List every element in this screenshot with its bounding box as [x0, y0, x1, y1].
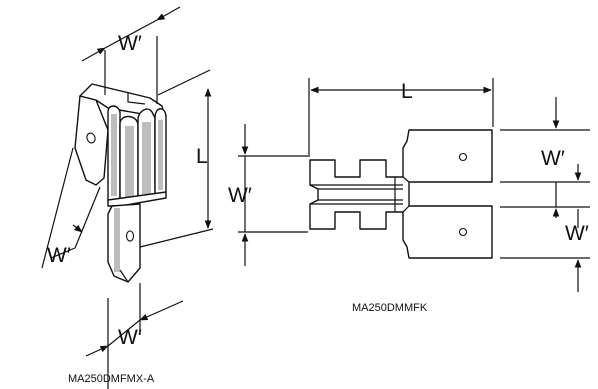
right-upper-blade-hole [458, 152, 468, 162]
right-left-width-label: W′ [228, 184, 252, 207]
left-length-label: L [196, 145, 208, 168]
left-top-width-label: W′ [118, 32, 142, 55]
right-part-caption: MA250DMMFK [352, 302, 428, 314]
right-length-label: L [401, 80, 413, 103]
left-terminal: W′ L W′ W′ MA250DMFMX-A [41, 6, 214, 389]
right-terminal: L W′ W′ W′ MA250DMMFK [228, 78, 590, 314]
right-terminal-outline [309, 129, 493, 259]
left-bottom-width-label: W′ [118, 326, 142, 349]
left-part-caption: MA250DMFMX-A [68, 373, 155, 385]
right-upper-width-label: W′ [541, 147, 565, 170]
left-upper-blade-hole [86, 132, 96, 144]
left-diagonal-width-label: W′ [47, 244, 71, 267]
right-lower-blade-hole [458, 227, 468, 237]
right-lower-width-label: W′ [565, 222, 589, 245]
left-lower-tab-hole [125, 230, 135, 242]
left-lower-tab [107, 203, 141, 283]
